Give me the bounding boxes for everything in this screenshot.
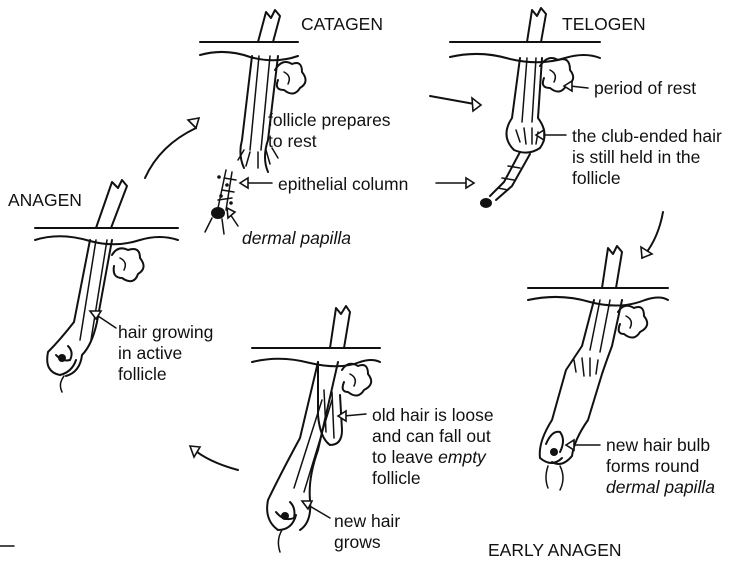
label-dermal-papilla: dermal papilla (242, 228, 351, 249)
label-line: in active (118, 343, 213, 364)
label-line: follicle prepares (268, 110, 391, 131)
label-line: and can fall out (372, 426, 494, 447)
label-line: hair growing (118, 322, 213, 343)
label-period-of-rest: period of rest (594, 78, 696, 99)
label-epithelial-column: epithelial column (278, 174, 408, 195)
label-line: new hair bulb (606, 435, 715, 456)
label-line: follicle (372, 468, 494, 489)
label-text: to leave (372, 447, 438, 467)
label-line: to rest (268, 131, 391, 152)
label-line: old hair is loose (372, 405, 494, 426)
label-text-italic: empty (438, 447, 486, 467)
label-line: to leave empty (372, 447, 494, 468)
stage-title-catagen: CATAGEN (301, 14, 383, 35)
label-club-ended-hair: the club-ended hair is still held in the… (572, 126, 722, 189)
label-hair-growing: hair growing in active follicle (118, 322, 213, 385)
stage-title-telogen: TELOGEN (562, 14, 646, 35)
label-new-hair-grows: new hair grows (334, 511, 400, 553)
label-line: the club-ended hair (572, 126, 722, 147)
stage-title-early-anagen: EARLY ANAGEN (488, 540, 622, 561)
label-new-hair-bulb: new hair bulb forms round dermal papilla (606, 435, 715, 498)
label-line: follicle (572, 168, 722, 189)
label-line: forms round (606, 456, 715, 477)
label-line: grows (334, 532, 400, 553)
label-line: follicle (118, 364, 213, 385)
stage-title-anagen: ANAGEN (8, 190, 82, 211)
label-line: dermal papilla (606, 477, 715, 498)
label-line: new hair (334, 511, 400, 532)
label-line: is still held in the (572, 147, 722, 168)
label-old-hair-loose: old hair is loose and can fall out to le… (372, 405, 494, 489)
label-follicle-prepares: follicle prepares to rest (268, 110, 391, 152)
